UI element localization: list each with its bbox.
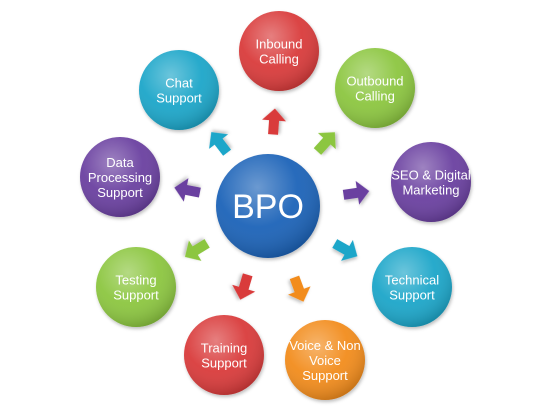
center-node-bpo: BPO xyxy=(216,154,320,258)
arrow-testing-support xyxy=(184,239,210,261)
node-label-line: Support xyxy=(201,356,247,371)
node-label-line: Outbound xyxy=(346,74,403,89)
node-label-line: Calling xyxy=(355,89,395,104)
arrow-training-support xyxy=(232,273,256,300)
node-gloss xyxy=(372,247,452,327)
node-gloss xyxy=(239,11,319,91)
node-gloss xyxy=(184,315,264,395)
node-label-line: Processing xyxy=(88,170,152,185)
arrow-inbound-calling xyxy=(262,108,287,135)
arrow-technical-support xyxy=(332,239,358,261)
node-label-line: Marketing xyxy=(402,183,459,198)
node-label-line: Training xyxy=(201,341,247,356)
arrow-data-processing-support xyxy=(174,178,201,202)
node-label-line: Support xyxy=(302,368,348,383)
node-label-line: Voice xyxy=(309,353,341,368)
node-gloss xyxy=(391,142,471,222)
arrow-seo-digital-marketing xyxy=(342,180,370,205)
node-label-line: Testing xyxy=(115,273,156,288)
node-gloss xyxy=(139,50,219,130)
node-label-line: Data xyxy=(106,155,134,170)
node-label-line: Support xyxy=(113,288,159,303)
node-label-line: SEO & Digital xyxy=(391,168,471,183)
node-gloss xyxy=(80,137,160,217)
arrow-voice-non-voice-support xyxy=(288,275,311,302)
node-label-line: Support xyxy=(389,288,435,303)
node-label-line: Support xyxy=(156,91,202,106)
node-label-line: Calling xyxy=(259,52,299,67)
node-gloss xyxy=(96,247,176,327)
arrow-chat-support xyxy=(209,132,232,156)
node-label-line: Technical xyxy=(385,273,439,288)
node-gloss xyxy=(335,48,415,128)
node-label-line: Inbound xyxy=(256,37,303,52)
node-label-line: Chat xyxy=(165,76,193,91)
arrow-outbound-calling xyxy=(313,132,336,155)
node-label-line: Support xyxy=(97,185,143,200)
center-label: BPO xyxy=(232,188,304,226)
node-gloss xyxy=(285,320,365,400)
arrows-layer xyxy=(174,108,370,302)
node-label-line: Voice & Non xyxy=(289,338,361,353)
